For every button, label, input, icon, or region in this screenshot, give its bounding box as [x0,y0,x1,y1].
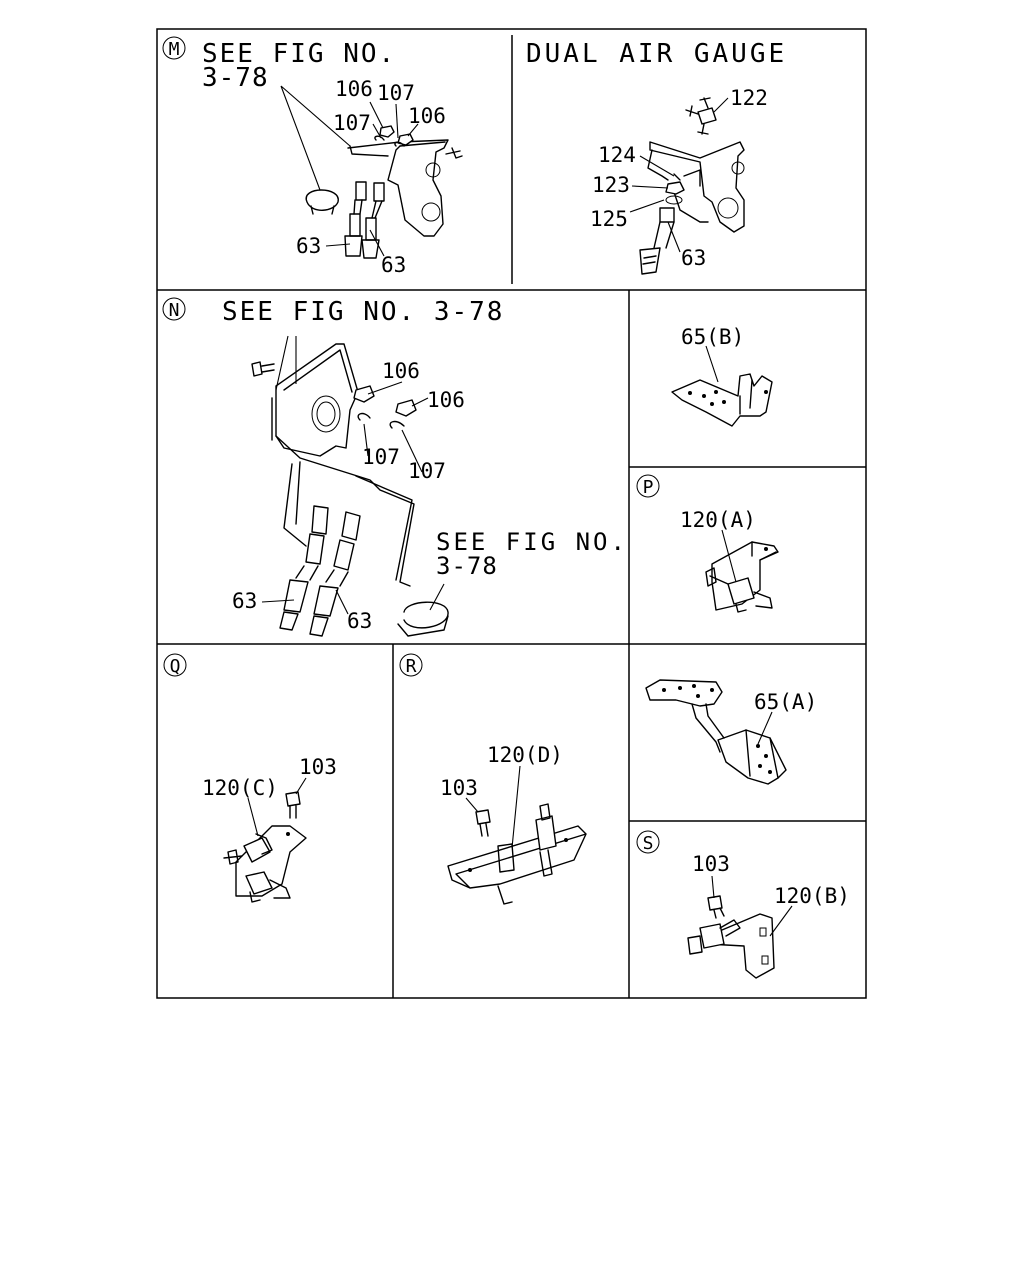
nut-123 [665,181,685,195]
nut-106-left [379,125,395,138]
fitting-63-right [361,182,385,259]
bracket-65b [671,373,773,427]
callout-m-107a: 107 [377,81,415,105]
callout-r-103: 103 [440,776,478,800]
clip-107-right [394,141,405,147]
callout-m-106a: 106 [335,77,373,101]
panel-m: M SEE FIG NO. 3-78 [162,36,463,277]
see-fig-ref-m-number: 3-78 [202,63,269,93]
bracket-120b [707,913,775,979]
washer-125 [665,195,683,205]
plate-120d [447,825,587,889]
diagram-frame [156,28,867,999]
plate-65a [645,679,723,707]
callout-120b: 120(B) [774,884,850,908]
callout-m-63b: 63 [381,253,406,277]
callout-q-120c: 120(C) [202,776,278,800]
hose-clamp-n [397,601,449,637]
hose-clamp-m [305,189,339,215]
callout-dual-63: 63 [681,246,706,270]
callout-n-106b: 106 [427,388,465,412]
bracket-m [347,139,449,237]
panel-dual-air-gauge: DUAL AIR GAUGE 122 [526,39,787,275]
valve-120d [497,803,557,905]
bracket-n [275,343,359,457]
panel-n: N SEE FIG NO. 3-78 [162,297,628,637]
callout-dual-125: 125 [590,207,628,231]
panel-letter-p: P [643,477,654,498]
fitting-63-dual [639,207,675,275]
callout-dual-122: 122 [730,86,768,110]
panel-q: Q 103 120(C) [163,653,337,903]
bolt-103-r [475,809,491,837]
callout-n-63a: 63 [232,589,257,613]
clip-107-left [374,135,385,141]
panel-letter-m: M [169,39,180,60]
bracket-dual [649,141,745,233]
fitting-63-left [344,181,367,257]
clip-107-n-left [357,412,371,421]
panel-letter-circle-r [399,653,423,677]
nut-106-n-right [395,399,417,417]
panel-letter-s: S [643,833,654,854]
panel-65b: 65(B) [671,325,773,427]
bolt-103-s [707,895,725,919]
callout-m-107b: 107 [333,111,371,135]
clip-107-n-right [389,420,405,429]
panel-p: P 120(A) [636,474,779,613]
callout-n-107a: 107 [362,445,400,469]
see-fig-ref-m: SEE FIG NO. [202,39,396,69]
tee-fitting-122 [685,97,717,135]
panel-r: R 120(D) 103 [399,653,587,905]
callout-120a: 120(A) [680,508,756,532]
panel-letter-r: R [406,656,417,677]
bracket-65a [717,729,779,785]
see-fig-ref-n: SEE FIG NO. 3-78 [222,297,504,327]
panel-s: S 103 120(B) [636,830,850,979]
valve-120b [687,919,741,955]
panel-letter-circle-n [162,297,186,321]
callout-n-107b: 107 [408,459,446,483]
fitting-63-n-left [279,505,329,631]
callout-65a: 65(A) [754,690,817,714]
bracket-120c [235,825,307,897]
bolt-103-q [285,791,301,819]
fitting-63-n-right [309,511,361,637]
dual-air-gauge-title: DUAL AIR GAUGE [526,39,787,69]
callout-n-106a: 106 [382,359,420,383]
nut-106-n-left [353,385,375,403]
callout-s-103: 103 [692,852,730,876]
callout-dual-123: 123 [592,173,630,197]
see-fig-ref-n2-number: 3-78 [436,552,498,580]
callout-m-106b: 106 [408,104,446,128]
valve-120c [223,833,291,903]
callout-65b: 65(B) [681,325,744,349]
callout-q-103: 103 [299,755,337,779]
panel-letter-circle-q [163,653,187,677]
panel-letter-circle-m [162,36,186,60]
callout-n-63b: 63 [347,609,372,633]
panel-letter-n: N [169,300,180,321]
callout-120d: 120(D) [487,743,563,767]
panel-letter-circle-s [636,830,660,854]
panel-letter-circle-p [636,474,660,498]
panel-65a: 65(A) [645,679,817,785]
see-fig-ref-n2: SEE FIG NO. [436,528,628,556]
bolt-n [251,361,275,377]
callout-m-63a: 63 [296,234,321,258]
valve-120a [705,567,773,613]
panel-letter-q: Q [170,656,181,677]
callout-dual-124: 124 [598,143,636,167]
